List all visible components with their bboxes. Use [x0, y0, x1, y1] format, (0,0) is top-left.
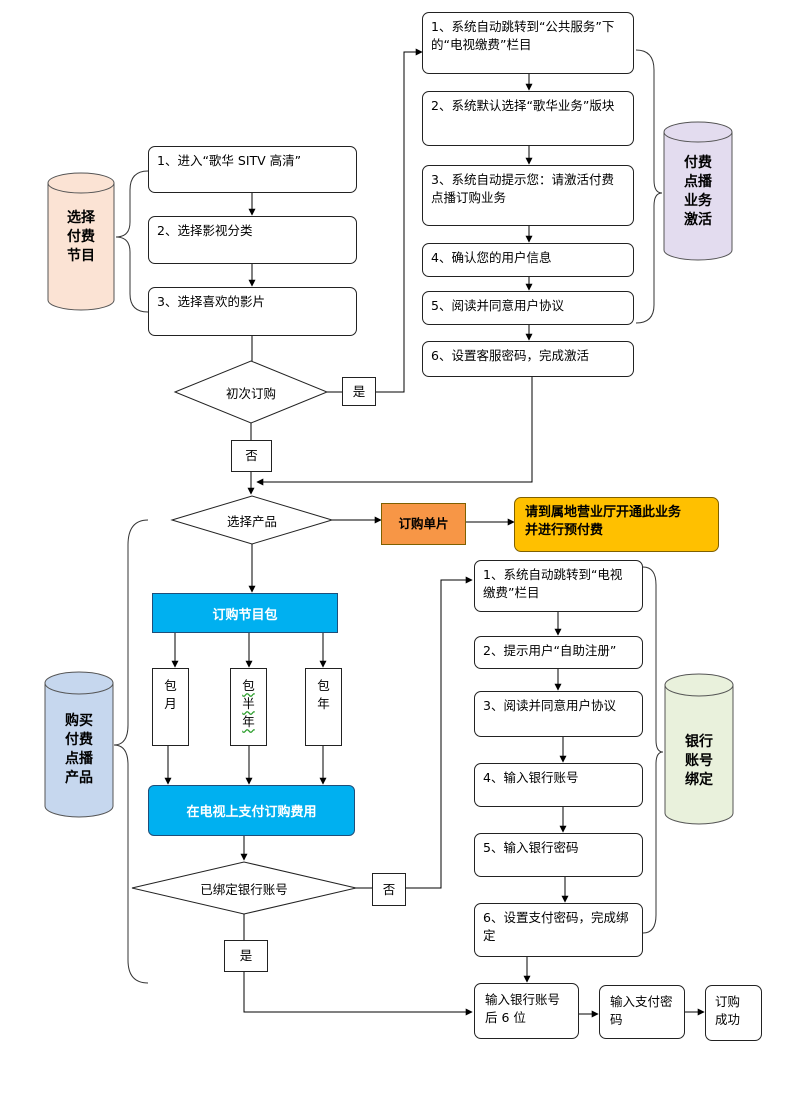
cylinder-activate-top	[663, 121, 733, 143]
label-yes-first-order: 是	[342, 377, 376, 406]
package-halfyear-c3: 年	[242, 714, 255, 729]
notice-line1: 请到属地营业厅开通此业务	[525, 505, 682, 520]
arrow-no-bank-steps	[406, 576, 473, 889]
cyl-select-line1: 选择	[67, 210, 95, 226]
notice-box: 请到属地营业厅开通此业务 并进行预付费	[514, 497, 719, 552]
cyl-select-line3: 节目	[67, 248, 95, 264]
package-month-c1: 包	[164, 678, 177, 693]
cylinder-bank-label: 银行 账号 绑定	[669, 733, 729, 790]
bank-step-3: 3、阅读并同意用户协议	[474, 691, 643, 737]
bank-step-6: 6、设置支付密码，完成绑定	[474, 903, 643, 957]
activate-step-2: 2、系统默认选择“歌华业务”版块	[422, 91, 634, 146]
select-step-1: 1、进入“歌华 SITV 高清”	[148, 146, 357, 193]
cyl-bank-line3: 绑定	[685, 772, 713, 788]
cylinder-activate-body	[663, 132, 733, 261]
activate-step-4: 4、确认您的用户信息	[422, 243, 634, 277]
cyl-bank-line1: 银行	[685, 734, 713, 750]
activate-step-5: 5、阅读并同意用户协议	[422, 291, 634, 325]
cylinder-select-label: 选择 付费 节目	[51, 209, 111, 266]
cylinder-select	[47, 172, 115, 311]
label-no-bank-bound: 否	[372, 873, 406, 906]
package-year-c1: 包	[317, 678, 330, 693]
bracket-select	[115, 170, 149, 313]
cyl-bank-line2: 账号	[685, 753, 713, 769]
package-halfyear-c1: 包	[242, 678, 255, 693]
activate-step-4-text: 4、确认您的用户信息	[431, 250, 552, 265]
cyl-buy-line1: 购买	[65, 713, 93, 729]
label-yes-bank-bound: 是	[224, 940, 268, 972]
arrow-yes-activate	[376, 48, 423, 393]
cyl-buy-line4: 产品	[65, 770, 93, 786]
activate-step-1: 1、系统自动跳转到“公共服务”下的“电视缴费”栏目	[422, 12, 634, 74]
cylinder-activate	[663, 121, 733, 261]
package-year-c2: 年	[317, 696, 330, 711]
package-year: 包 年	[305, 668, 342, 746]
package-halfyear: 包 半 年	[230, 668, 267, 746]
cyl-activate-line3: 业务	[684, 193, 712, 209]
cylinder-buy-label: 购买 付费 点播 产品	[49, 712, 109, 788]
select-step-3: 3、选择喜欢的影片	[148, 287, 357, 336]
cyl-buy-line3: 点播	[65, 751, 93, 767]
cylinder-buy-body	[44, 683, 114, 818]
label-no-first-order: 否	[231, 440, 272, 472]
bank-step-2: 2、提示用户“自助注册”	[474, 636, 643, 669]
activate-step-6: 6、设置客服密码，完成激活	[422, 341, 634, 377]
bank-step-1: 1、系统自动跳转到“电视缴费”栏目	[474, 560, 643, 612]
activate-step-3: 3、系统自动提示您：请激活付费点播订购业务	[422, 165, 634, 226]
cyl-activate-line1: 付费	[684, 155, 712, 171]
decision-first-order: 初次订购	[225, 386, 276, 401]
notice-line2: 并进行预付费	[525, 523, 604, 538]
bracket-activate	[635, 49, 663, 324]
bank-step-5: 5、输入银行密码	[474, 833, 643, 877]
cylinder-buy	[44, 671, 114, 818]
package-halfyear-c2: 半	[242, 696, 255, 711]
package-month-c2: 月	[164, 696, 177, 711]
cylinder-select-top	[47, 172, 115, 194]
order-single-box: 订购单片	[381, 503, 466, 545]
cylinder-buy-top	[44, 671, 114, 695]
cylinder-select-body	[47, 183, 115, 311]
cyl-activate-line4: 激活	[684, 212, 712, 228]
final-step-bank-digits: 输入银行账号后 6 位	[474, 983, 579, 1039]
final-step-success: 订购成功	[705, 985, 762, 1041]
bracket-bank	[642, 566, 664, 934]
cylinder-bank-body	[664, 685, 734, 825]
arrow-activate-return	[256, 377, 533, 486]
cyl-buy-line2: 付费	[65, 732, 93, 748]
final-step-pay-password: 输入支付密码	[599, 985, 685, 1039]
pay-on-tv-bar: 在电视上支付订购费用	[148, 785, 355, 836]
bracket-buy	[113, 519, 149, 984]
package-month: 包 月	[152, 668, 189, 746]
cylinder-bank-top	[664, 673, 734, 697]
cyl-activate-line2: 点播	[684, 174, 712, 190]
decision-choose-product: 选择产品	[226, 514, 277, 529]
cylinder-activate-label: 付费 点播 业务 激活	[668, 154, 728, 230]
select-step-2: 2、选择影视分类	[148, 216, 357, 264]
arrow-yes-final	[243, 972, 473, 1016]
bank-step-4: 4、输入银行账号	[474, 763, 643, 807]
cylinder-bank	[664, 673, 734, 825]
order-package-bar: 订购节目包	[152, 593, 338, 633]
cyl-select-line2: 付费	[67, 229, 95, 245]
decision-bank-bound: 已绑定银行账号	[200, 882, 288, 897]
